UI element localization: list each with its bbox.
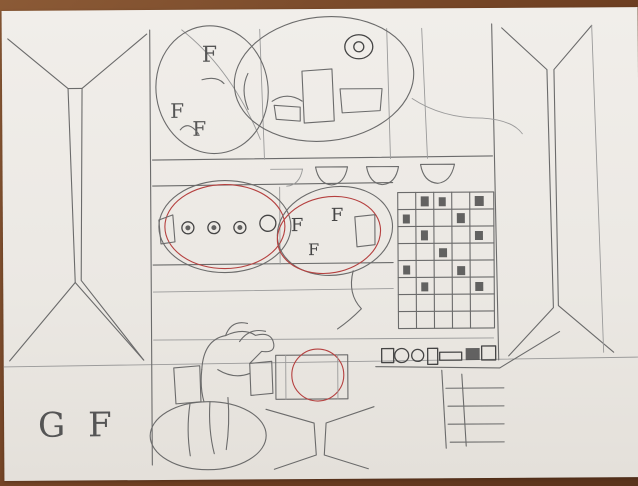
svg-text:F: F bbox=[308, 240, 319, 259]
shelf-grid bbox=[398, 192, 495, 329]
handwritten-initials: G F bbox=[38, 408, 118, 442]
red-ellipse-group bbox=[276, 349, 348, 401]
middle-left-oval bbox=[159, 180, 292, 273]
svg-text:F: F bbox=[170, 99, 184, 123]
svg-text:F: F bbox=[331, 205, 344, 226]
svg-text:F: F bbox=[291, 215, 304, 236]
stairs-sketch bbox=[442, 332, 561, 449]
disk-row bbox=[376, 346, 500, 369]
lower-center-frame bbox=[266, 407, 374, 470]
lower-fold-line bbox=[4, 357, 638, 367]
left-panel-sketch bbox=[8, 30, 153, 466]
hand-sketch bbox=[173, 322, 274, 455]
svg-text:F: F bbox=[202, 43, 217, 68]
lower-left-oval bbox=[150, 401, 266, 470]
sketch-paper: F F F bbox=[2, 7, 638, 481]
top-left-oval: F F F bbox=[147, 18, 277, 161]
central-frame-sketch bbox=[152, 28, 494, 340]
middle-right-oval: F F F bbox=[270, 177, 400, 329]
top-large-oval bbox=[228, 7, 523, 151]
right-panel-sketch bbox=[492, 23, 614, 360]
